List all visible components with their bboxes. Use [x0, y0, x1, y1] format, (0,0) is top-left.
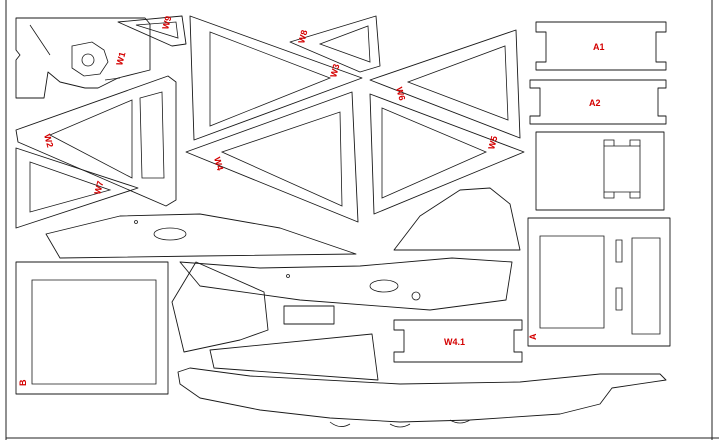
part-w6: W6 — [369, 29, 521, 139]
part-w1: W1 — [15, 17, 151, 99]
part-w3: W3 — [189, 15, 363, 141]
part-fuselage-side — [179, 257, 513, 311]
label-a: A — [528, 333, 538, 340]
page-frame — [5, 0, 719, 440]
label-w4: W4 — [212, 156, 225, 172]
part-w4-1: W4.1 — [393, 319, 523, 363]
label-w9: W9 — [160, 15, 173, 31]
part-w8: W8 — [289, 15, 381, 73]
part-w5: W5 — [369, 93, 525, 215]
part-w4: W4 — [185, 91, 359, 223]
part-bottom-strip — [177, 367, 667, 428]
part-a2: A2 — [529, 79, 667, 125]
part-w7: W7 — [15, 147, 139, 229]
part-small-tab — [283, 305, 335, 325]
part-a: A — [527, 217, 671, 347]
part-spar-upper — [45, 213, 357, 259]
part-w2: W2 — [15, 75, 177, 207]
label-w2: W2 — [42, 133, 55, 149]
label-w5: W5 — [486, 135, 499, 151]
label-w7: W7 — [92, 180, 105, 196]
label-w4-1: W4.1 — [444, 337, 465, 347]
part-a1: A1 — [535, 21, 667, 71]
part-canopy — [393, 187, 521, 251]
part-w9: W9 — [117, 15, 187, 47]
part-spar-lower — [209, 333, 379, 381]
label-w6: W6 — [394, 86, 407, 102]
label-w1: W1 — [114, 51, 127, 67]
label-w3: W3 — [328, 63, 341, 79]
part-hatch-box — [535, 131, 665, 211]
part-fin — [171, 261, 269, 353]
label-b: B — [18, 379, 28, 386]
part-b: B — [15, 261, 169, 395]
label-a1: A1 — [593, 42, 605, 52]
label-w8: W8 — [296, 29, 309, 45]
label-a2: A2 — [589, 98, 601, 108]
